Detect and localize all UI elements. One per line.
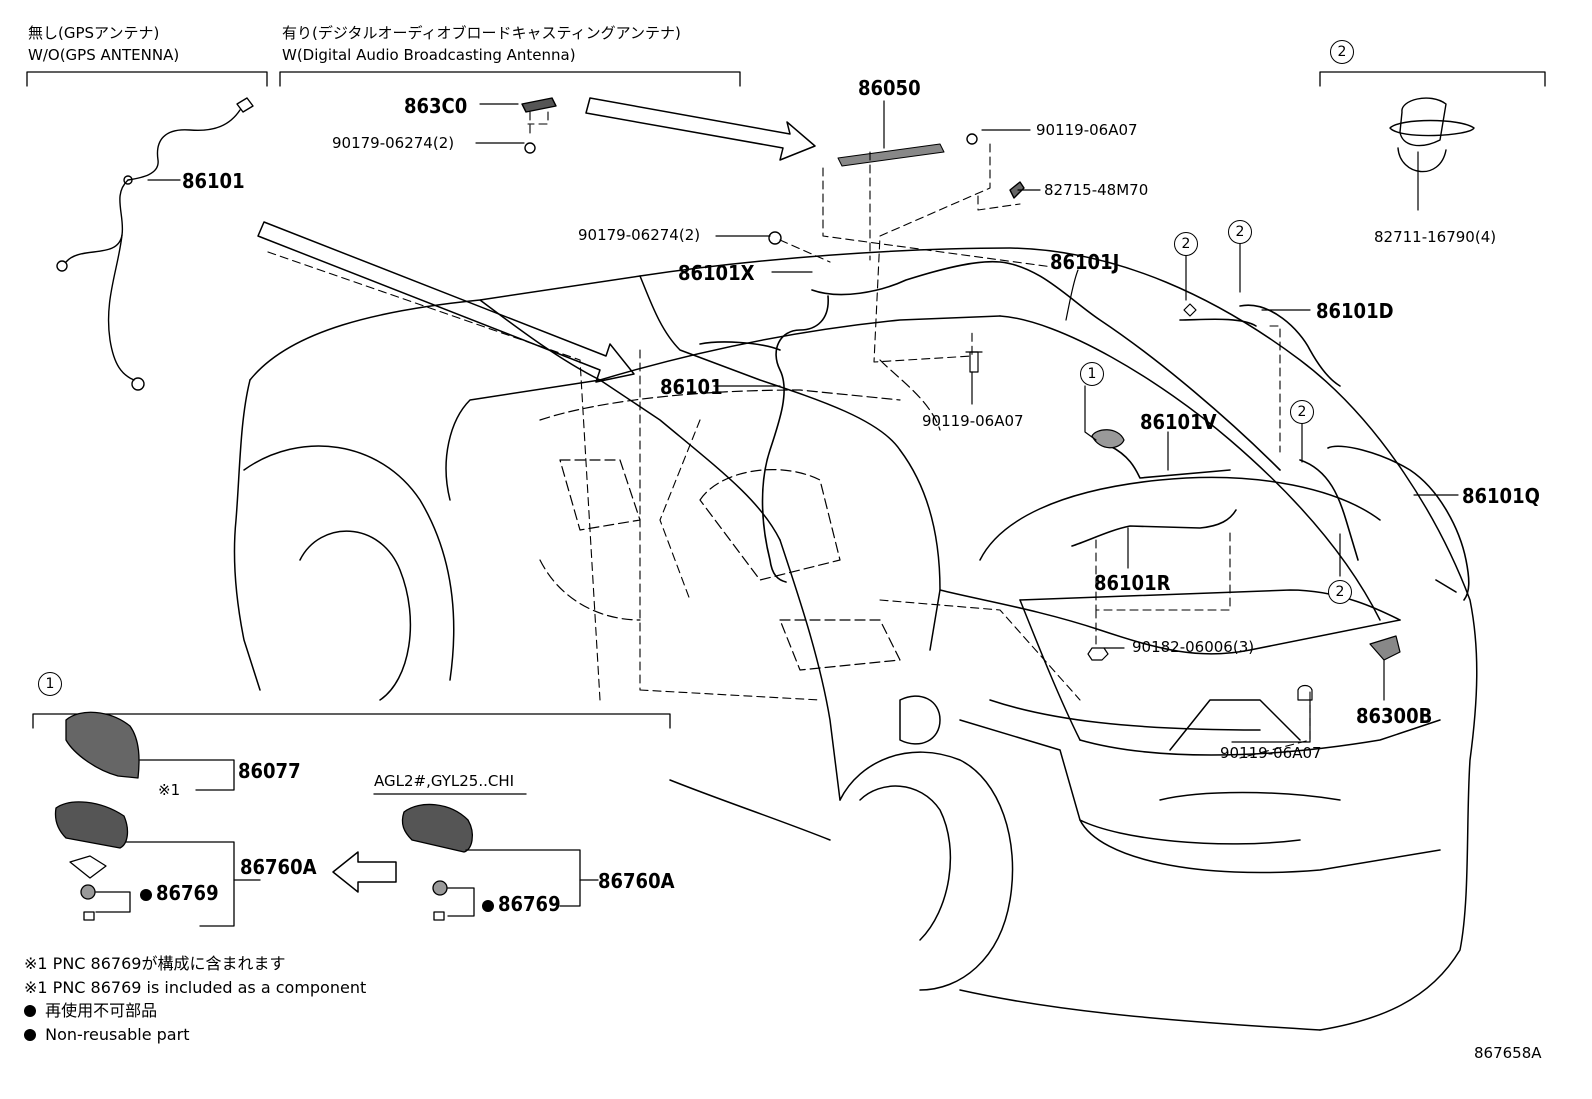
section-brackets	[26, 71, 1546, 729]
non-reusable-dot	[140, 889, 152, 901]
part-86101d[interactable]: 86101D	[1316, 299, 1394, 323]
header-w-dab-en: W(Digital Audio Broadcasting Antenna)	[282, 46, 576, 64]
part-86769-left[interactable]: 86769	[140, 883, 219, 903]
part-86101x[interactable]: 86101X	[678, 261, 755, 285]
part-86101q[interactable]: 86101Q	[1462, 484, 1540, 508]
callout-1-header: 1	[38, 672, 62, 696]
gps-harness-drawing	[56, 97, 254, 391]
variant-label: AGL2#,GYL25..CHI	[374, 772, 515, 790]
note-2-jp-label: 再使用不可部品	[45, 1001, 158, 1020]
part-90119-06a07-c[interactable]: 90119-06A07	[1220, 744, 1322, 762]
note-2-en-label: Non-reusable part	[45, 1025, 190, 1044]
callout-leaders	[147, 100, 1459, 743]
callout-2-header: 2	[1330, 40, 1354, 64]
part-86101r[interactable]: 86101R	[1094, 571, 1171, 595]
non-reusable-dot	[24, 1005, 36, 1017]
part-86769-left-label: 86769	[156, 881, 219, 905]
part-86300b[interactable]: 86300B	[1356, 704, 1433, 728]
part-863c0[interactable]: 863C0	[404, 94, 468, 118]
header-w-dab-jp: 有り(デジタルオーディオブロードキャスティングアンテナ)	[282, 24, 681, 42]
part-86101-gps[interactable]: 86101	[182, 169, 245, 193]
part-86050[interactable]: 86050	[858, 76, 921, 100]
part-82715-48m70[interactable]: 82715-48M70	[1044, 181, 1149, 199]
note-2-en: Non-reusable part	[24, 1027, 189, 1043]
reference-mark: ※1	[158, 781, 181, 799]
part-86760a-right[interactable]: 86760A	[598, 869, 675, 893]
callout-2-c: 2	[1290, 400, 1314, 424]
vehicle-body	[233, 247, 1478, 1031]
vehicle-interior	[539, 359, 941, 671]
part-86077[interactable]: 86077	[238, 759, 301, 783]
part-90119-06a07-b[interactable]: 90119-06A07	[922, 412, 1024, 430]
antenna-cables	[699, 260, 1470, 601]
note-1-jp: ※1 PNC 86769が構成に含まれます	[24, 954, 286, 973]
body-fasteners	[965, 303, 1401, 701]
part-86760a-left[interactable]: 86760A	[240, 855, 317, 879]
note-2-jp: 再使用不可部品	[24, 1003, 157, 1019]
part-86769-right-label: 86769	[498, 892, 561, 916]
callout-2-b: 2	[1228, 220, 1252, 244]
callout-2-d: 2	[1328, 580, 1352, 604]
callout-2-a: 2	[1174, 232, 1198, 256]
non-reusable-dot	[482, 900, 494, 912]
part-82711-16790[interactable]: 82711-16790(4)	[1374, 228, 1497, 246]
figure-id: 867658A	[1474, 1044, 1542, 1062]
part-90179-06274-b[interactable]: 90179-06274(2)	[578, 226, 701, 244]
part-86769-right[interactable]: 86769	[482, 894, 561, 914]
part-90182-06006[interactable]: 90182-06006(3)	[1132, 638, 1255, 656]
part-90179-06274-a[interactable]: 90179-06274(2)	[332, 134, 455, 152]
callout-1-roof: 1	[1080, 362, 1104, 386]
shark-fin-antennas	[54, 711, 599, 927]
non-reusable-dot	[24, 1029, 36, 1041]
part-90119-06a07-a[interactable]: 90119-06A07	[1036, 121, 1138, 139]
part-86101v[interactable]: 86101V	[1140, 410, 1217, 434]
header-wo-gps-en: W/O(GPS ANTENNA)	[28, 46, 180, 64]
pointer-arrows	[257, 97, 816, 893]
roof-antenna-parts	[521, 97, 1475, 245]
header-wo-gps-jp: 無し(GPSアンテナ)	[28, 24, 160, 42]
part-86101j[interactable]: 86101J	[1050, 250, 1120, 274]
note-1-en: ※1 PNC 86769 is included as a component	[24, 978, 367, 997]
dashed-leaders	[267, 111, 1311, 759]
part-86101-dab[interactable]: 86101	[660, 375, 723, 399]
